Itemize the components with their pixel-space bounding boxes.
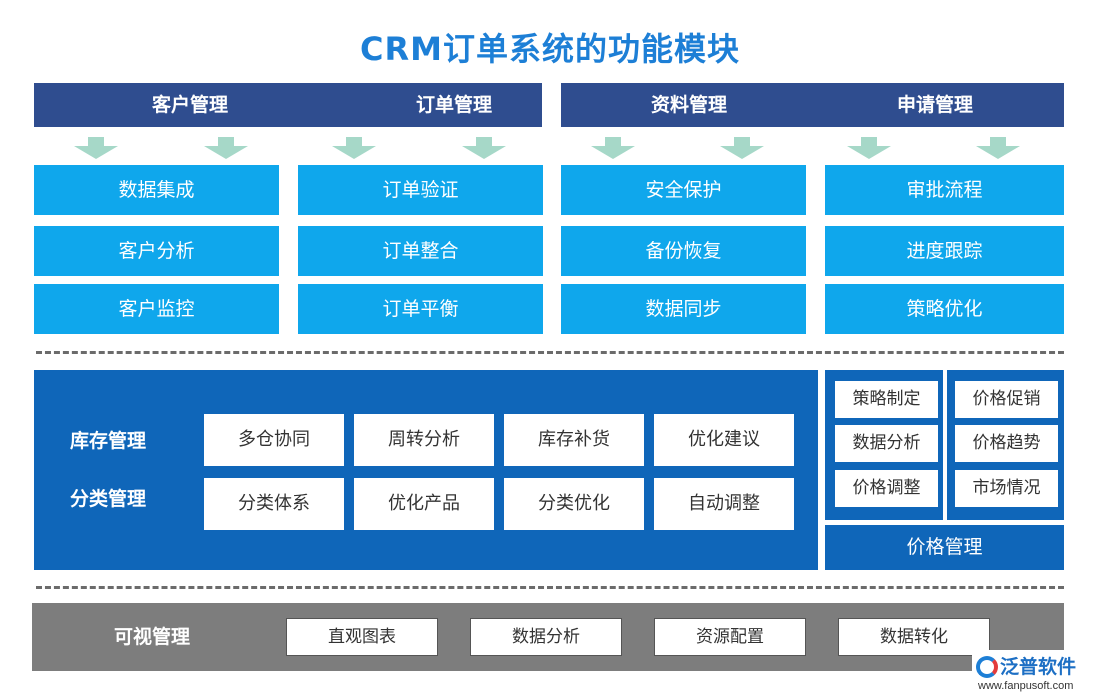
down-arrow-icon [720, 137, 764, 159]
header-application-management: 申请管理 [896, 94, 973, 116]
down-arrow-icon [462, 137, 506, 159]
price-trend: 价格趋势 [955, 425, 1058, 462]
visual-data-analysis: 数据分析 [470, 618, 622, 656]
price-data-analysis: 数据分析 [835, 425, 938, 462]
module-progress-tracking: 进度跟踪 [825, 226, 1064, 276]
item-multi-warehouse: 多仓协同 [204, 414, 344, 466]
header-customer-management: 客户管理 [151, 94, 228, 116]
module-security-protection: 安全保护 [561, 165, 806, 215]
module-order-integration: 订单整合 [298, 226, 543, 276]
dashed-divider [36, 351, 1064, 354]
item-optimize-products: 优化产品 [354, 478, 494, 530]
module-data-integration: 数据集成 [34, 165, 279, 215]
module-approval-process: 审批流程 [825, 165, 1064, 215]
price-market-situation: 市场情况 [955, 470, 1058, 507]
module-order-balance: 订单平衡 [298, 284, 543, 334]
header-bar-right: 资料管理 申请管理 [561, 83, 1064, 127]
page-title: CRM订单系统的功能模块 [360, 30, 740, 68]
price-divider [943, 370, 947, 520]
module-customer-monitoring: 客户监控 [34, 284, 279, 334]
visual-management-bar: 可视管理 直观图表 数据分析 资源配置 数据转化 [32, 603, 1064, 671]
logo-url: www.fanpusoft.com [978, 680, 1074, 692]
module-order-verification: 订单验证 [298, 165, 543, 215]
item-restock: 库存补货 [504, 414, 644, 466]
category-management-label: 分类管理 [70, 488, 147, 510]
item-optimization-suggestion: 优化建议 [654, 414, 794, 466]
module-customer-analysis: 客户分析 [34, 226, 279, 276]
logo-mark-icon [976, 656, 998, 678]
dashed-divider [36, 586, 1064, 589]
down-arrow-icon [74, 137, 118, 159]
logo-name: 泛普软件 [1000, 656, 1077, 678]
visual-intuitive-charts: 直观图表 [286, 618, 438, 656]
item-category-optimization: 分类优化 [504, 478, 644, 530]
inventory-panel: 库存管理 分类管理 多仓协同 周转分析 库存补货 优化建议 分类体系 优化产品 … [34, 370, 818, 570]
item-auto-adjust: 自动调整 [654, 478, 794, 530]
item-turnover-analysis: 周转分析 [354, 414, 494, 466]
brand-logo: 泛普软件 www.fanpusoft.com [972, 650, 1094, 696]
header-order-management: 订单管理 [415, 94, 492, 116]
module-data-sync: 数据同步 [561, 284, 806, 334]
visual-data-conversion: 数据转化 [838, 618, 990, 656]
header-bar-left: 客户管理 订单管理 [34, 83, 542, 127]
visual-resource-allocation: 资源配置 [654, 618, 806, 656]
price-adjustment: 价格调整 [835, 470, 938, 507]
module-strategy-optimization: 策略优化 [825, 284, 1064, 334]
module-backup-recovery: 备份恢复 [561, 226, 806, 276]
header-data-management: 资料管理 [650, 94, 727, 116]
price-promotion: 价格促销 [955, 381, 1058, 418]
price-strategy-making: 策略制定 [835, 381, 938, 418]
inventory-management-label: 库存管理 [70, 430, 147, 452]
price-management-label: 价格管理 [825, 525, 1064, 570]
item-category-system: 分类体系 [204, 478, 344, 530]
visual-management-label: 可视管理 [114, 626, 191, 648]
down-arrow-icon [332, 137, 376, 159]
down-arrow-icon [204, 137, 248, 159]
down-arrow-icon [976, 137, 1020, 159]
down-arrow-icon [591, 137, 635, 159]
down-arrow-icon [847, 137, 891, 159]
